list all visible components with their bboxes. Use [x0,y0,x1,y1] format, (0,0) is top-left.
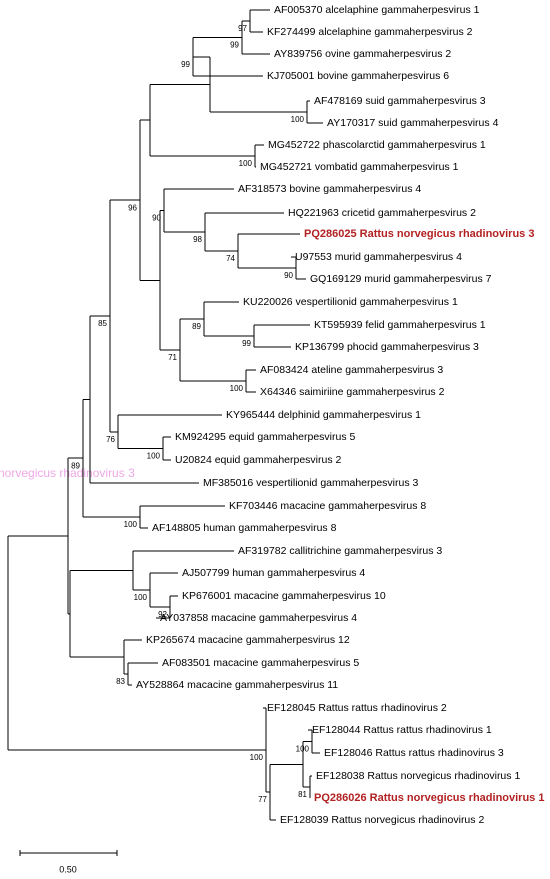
bootstrap-value: 96 [128,203,137,212]
taxon-label: X64346 saimiriine gammaherpesvirus 2 [260,386,445,398]
bootstrap-value: 100 [230,384,244,393]
taxon-label: KP265674 macacine gammaherpesvirus 12 [146,634,350,646]
bootstrap-value: 89 [71,461,80,470]
taxon-label: AF318573 bovine gammaherpesvirus 4 [238,183,421,195]
scale-bar-label: 0.50 [59,864,77,874]
taxon-label: MG452721 vombatid gammaherpesvirus 1 [260,161,459,173]
bootstrap-value: 90 [284,271,293,280]
taxon-label: KP676001 macacine gammaherpesvirus 10 [182,590,386,602]
bootstrap-value: 74 [226,254,235,263]
taxon-label: KM924295 equid gammaherpesvirus 5 [175,431,356,443]
bootstrap-value: 99 [242,339,251,348]
bootstrap-value: 92 [158,610,167,619]
taxon-label: EF128044 Rattus rattus rhadinovirus 1 [312,724,492,736]
taxon-label: EF128038 Rattus norvegicus rhadinovirus … [316,770,520,782]
bootstrap-value: 89 [192,322,201,331]
taxon-label: EF128039 Rattus norvegicus rhadinovirus … [280,814,484,826]
taxon-label: KJ705001 bovine gammaherpesvirus 6 [267,70,449,82]
taxon-label: KF703446 macacine gammaherpesvirus 8 [229,500,426,512]
taxon-label: MF385016 vespertilionid gammaherpesvirus… [203,477,419,489]
taxon-label: U97553 murid gammaherpesvirus 4 [295,251,462,263]
highlighted-taxon-label: PQ286025 Rattus norvegicus rhadinovirus … [304,228,534,240]
bootstrap-value: 76 [106,435,115,444]
bootstrap-value: 83 [116,677,125,686]
bootstrap-value: 99 [230,41,239,50]
bootstrap-value: 71 [168,353,177,362]
taxon-label: EF128046 Rattus rattus rhadinovirus 3 [324,747,504,759]
bootstrap-value: 97 [238,24,247,33]
taxon-label: AF148805 human gammaherpesvirus 8 [152,522,337,534]
highlighted-taxon-label: PQ286026 Rattus norvegicus rhadinovirus … [314,792,544,804]
taxon-label: KY965444 delphinid gammaherpesvirus 1 [226,409,421,421]
taxon-label: EF128045 Rattus rattus rhadinovirus 2 [267,702,447,714]
bootstrap-value: 100 [134,593,148,602]
taxon-label: AF083424 ateline gammaherpesvirus 3 [260,364,443,376]
taxon-label: AF478169 suid gammaherpesvirus 3 [314,95,486,107]
bootstrap-value: 77 [258,795,267,804]
taxon-label: KT595939 felid gammaherpesvirus 1 [314,319,486,331]
bootstrap-value: 100 [250,753,264,762]
taxon-label: GQ169129 murid gammaherpesvirus 7 [310,273,492,285]
taxon-label: MG452722 phascolarctid gammaherpesvirus … [268,139,486,151]
taxon-label: U20824 equid gammaherpesvirus 2 [175,454,342,466]
bootstrap-value: 99 [181,60,190,69]
bootstrap-value: 100 [239,159,253,168]
taxon-label: AF319782 callitrichine gammaherpesvirus … [238,545,442,557]
bootstrap-value: 81 [298,790,307,799]
taxon-label: HQ221963 cricetid gammaherpesvirus 2 [288,207,476,219]
bootstrap-value: 100 [291,115,305,124]
taxon-label: AY170317 suid gammaherpesvirus 4 [327,117,499,129]
taxon-label: AY839756 ovine gammaherpesvirus 2 [274,48,451,60]
taxon-label: AY528864 macacine gammaherpesvirus 11 [136,679,338,691]
taxon-label: AF005370 alcelaphine gammaherpesvirus 1 [274,4,480,16]
taxon-label: KP136799 phocid gammaherpesvirus 3 [295,341,479,353]
bootstrap-value: 100 [124,520,138,529]
taxon-label: AY037858 macacine gammaherpesvirus 4 [160,612,357,624]
bootstrap-value: 85 [98,319,107,328]
bootstrap-value: 90 [152,214,161,223]
bootstrap-value: 98 [193,235,202,244]
taxon-label: KF274499 alcelaphine gammaherpesvirus 2 [267,26,473,38]
taxon-label: KU220026 vespertilionid gammaherpesvirus… [243,296,458,308]
taxon-label: AF083501 macacine gammaherpesvirus 5 [162,657,359,669]
taxon-label: AJ507799 human gammaherpesvirus 4 [182,567,365,579]
bootstrap-value: 100 [147,452,161,461]
